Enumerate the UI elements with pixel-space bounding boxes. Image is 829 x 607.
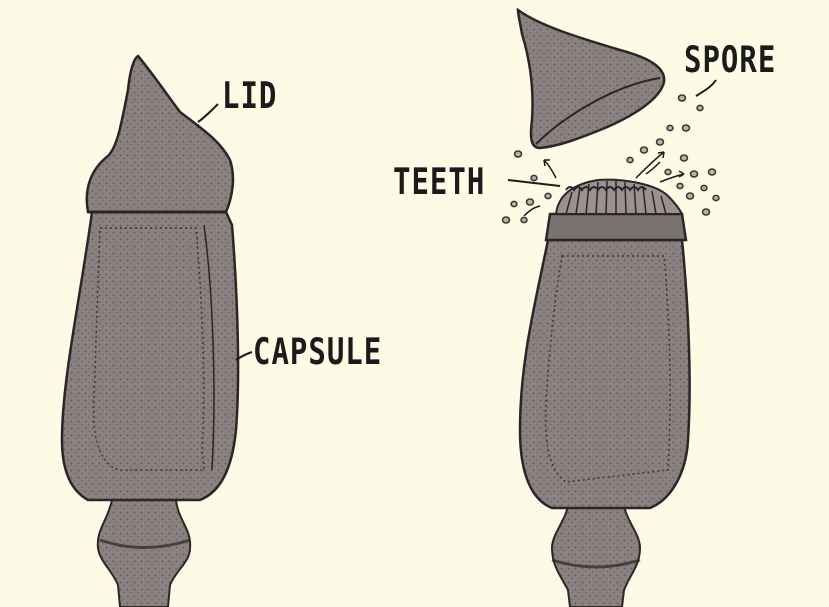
label-capsule: CAPSULE [253,330,382,373]
peristome-teeth [556,180,682,214]
label-spore: SPORE [684,38,776,81]
label-lid: LID [222,74,277,117]
capsule-rim [546,214,686,240]
label-teeth: TEETH [393,160,485,203]
closed-capsule [62,56,252,607]
